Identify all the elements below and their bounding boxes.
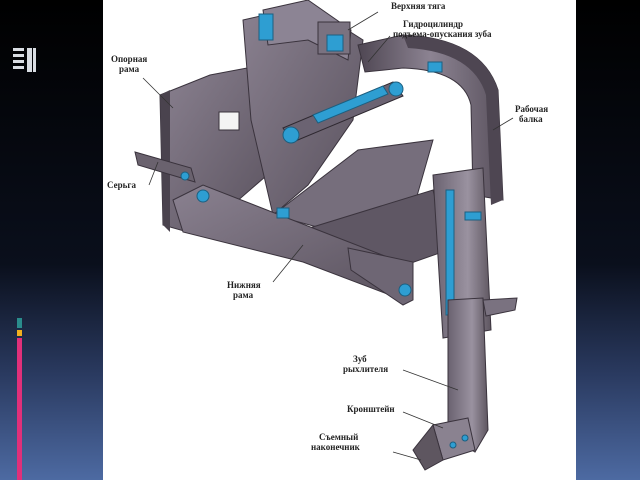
label-lower-frame-2: рама — [233, 290, 254, 300]
label-ripper-tooth: Зуб — [353, 354, 367, 364]
label-ripper-tooth-2: рыхлителя — [343, 364, 388, 374]
lower-frame-arm — [347, 247, 414, 306]
label-removable-tip: Съемный — [319, 432, 358, 442]
shank-slot — [445, 189, 455, 316]
removable-tip — [412, 423, 444, 471]
leader-lines — [142, 11, 514, 461]
decorative-bar — [27, 48, 32, 72]
strip-teal — [17, 318, 22, 328]
label-bracket: Кронштейн — [347, 404, 395, 414]
shackle-pin — [180, 171, 190, 181]
leader-ripper-tooth — [402, 369, 459, 391]
lower-frame-pin-right — [398, 283, 412, 297]
leader-lower-frame — [272, 244, 304, 283]
tip-bolt — [449, 441, 457, 449]
leader-upper-link — [347, 11, 379, 31]
label-removable-tip-2: наконечник — [311, 442, 361, 452]
tooth-foot — [482, 297, 518, 317]
strip-pink — [17, 338, 22, 480]
beam-pin — [427, 61, 443, 73]
working-beam-outer — [403, 35, 503, 205]
leader-bracket — [402, 411, 444, 429]
lower-frame-pin-left — [196, 189, 210, 203]
leader-hydro — [367, 35, 391, 63]
label-hydro-cylinder: Гидроцилиндр — [403, 19, 463, 29]
leader-support-frame — [142, 77, 174, 109]
decorative-bar — [33, 48, 36, 72]
shank-slot-right — [464, 211, 482, 221]
decorative-bar — [13, 54, 24, 57]
shackle — [134, 151, 196, 183]
label-upper-link: Верхняя тяга — [391, 1, 446, 11]
label-shackle: Серьга — [107, 180, 136, 190]
diagram-labels: Верхняя тяга Гидроцилиндр подъема-опуска… — [107, 1, 548, 452]
support-frame-window — [218, 111, 240, 131]
leader-shackle — [148, 161, 159, 186]
leader-removable-tip — [392, 451, 422, 461]
label-working-beam: Рабочая — [515, 104, 548, 114]
label-support-frame: Опорная — [111, 54, 147, 64]
lower-frame-bolt — [276, 207, 290, 219]
label-working-beam-2: балка — [519, 114, 543, 124]
upper-link-box-hole — [326, 34, 344, 52]
ripper-diagram: Верхняя тяга Гидроцилиндр подъема-опуска… — [107, 0, 548, 471]
slide: Верхняя тяга Гидроцилиндр подъема-опуска… — [103, 0, 576, 480]
upper-link-pin-top — [258, 13, 274, 41]
tip-bolt — [461, 434, 469, 442]
label-lower-frame: Нижняя — [227, 280, 261, 290]
label-hydro-cylinder-2: подъема-опускания зуба — [393, 29, 492, 39]
ripper-tooth — [447, 297, 489, 453]
decorative-bar — [13, 60, 24, 63]
mechanism-drawing — [134, 0, 518, 471]
leader-working-beam — [492, 117, 514, 131]
label-support-frame-2: рама — [119, 64, 140, 74]
decorative-bar — [13, 48, 24, 51]
strip-yellow — [17, 330, 22, 336]
hydraulic-cylinder — [282, 81, 404, 144]
decorative-bar — [13, 66, 24, 69]
